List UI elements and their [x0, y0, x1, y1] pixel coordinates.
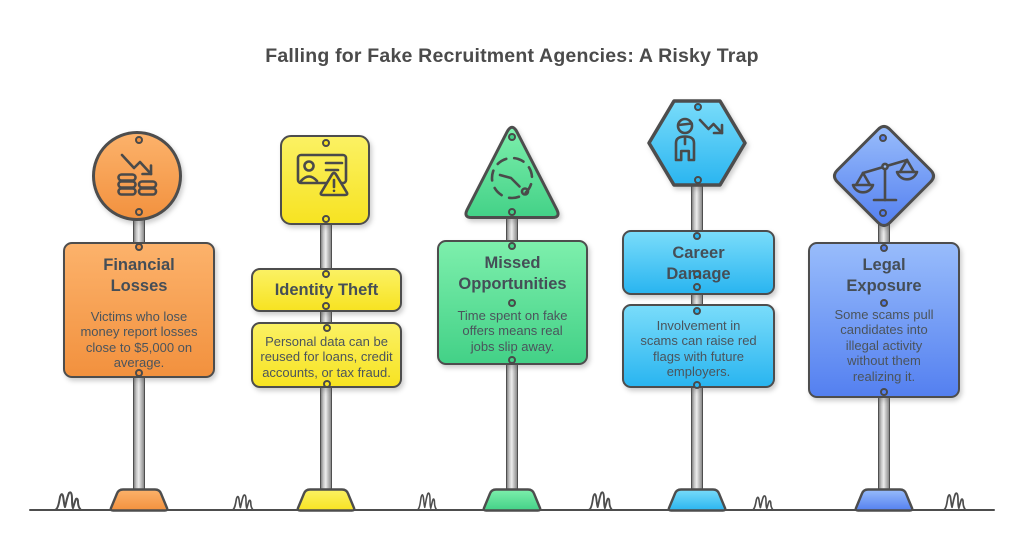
sign-plate: Missed Opportunities Time spent on fake … [437, 240, 588, 365]
sign-plate-description: Personal data can be reused for loans, c… [251, 322, 402, 388]
grass-tuft [751, 495, 775, 511]
screw-dot [322, 270, 330, 278]
sign-description: Involvement in scams can raise red flags… [640, 318, 757, 380]
clock-dashed-icon [490, 156, 534, 200]
grass-tuft [587, 491, 614, 511]
grass-tuft [231, 494, 255, 511]
triangle-sign-shape [464, 125, 560, 219]
screw-dot [135, 136, 143, 144]
screw-dot [694, 176, 702, 184]
screw-dot [508, 208, 516, 216]
sign-base [109, 488, 169, 512]
screw-dot [879, 209, 887, 217]
sign-title: Identity Theft [274, 281, 379, 299]
sign-title: Legal Exposure [846, 256, 922, 295]
screw-dot [693, 381, 701, 389]
sign-description: Time spent on fake offers means real job… [457, 308, 568, 354]
screw-dot [508, 133, 516, 141]
screw-dot [135, 208, 143, 216]
screw-dot [694, 103, 702, 111]
screw-dot [135, 243, 143, 251]
screw-dot [323, 380, 331, 388]
grass-tuft [416, 492, 438, 511]
id-card-warning-icon [296, 153, 349, 197]
icon-canvas [296, 153, 349, 197]
screw-dot [322, 302, 330, 310]
screw-dot [135, 369, 143, 377]
sign-base [854, 488, 914, 512]
page-title: Falling for Fake Recruitment Agencies: A… [265, 45, 759, 67]
sign-base [482, 488, 542, 512]
screw-dot [693, 283, 701, 291]
grass-tuft [942, 492, 967, 511]
screw-dot [880, 299, 888, 307]
screw-dot [693, 270, 701, 278]
screw-dot [508, 242, 516, 250]
sign-description: Victims who lose money report losses clo… [80, 309, 198, 371]
scales-icon [851, 158, 919, 202]
screw-dot [508, 356, 516, 364]
person-decline-icon [674, 117, 724, 162]
sign-title: Missed Opportunities [458, 254, 567, 293]
screw-dot [693, 232, 701, 240]
sign-plate: Financial Losses Victims who lose money … [63, 242, 215, 378]
sign-base [296, 488, 356, 512]
sign-base [667, 488, 727, 512]
screw-dot [322, 139, 330, 147]
screw-dot [322, 215, 330, 223]
screw-dot [323, 324, 331, 332]
screw-dot [880, 388, 888, 396]
sign-description: Some scams pull candidates into illegal … [834, 307, 934, 384]
sign-plate-description: Involvement in scams can raise red flags… [622, 304, 775, 388]
sign-title: Financial Losses [103, 256, 175, 295]
diamond-sign-shape [833, 125, 935, 227]
grass-tuft [54, 491, 82, 511]
circle-sign-shape [92, 131, 182, 221]
screw-dot [508, 299, 516, 307]
sign-description: Personal data can be reused for loans, c… [260, 334, 393, 380]
coins-decline-icon [117, 153, 158, 196]
sign-plate: Legal Exposure Some scams pull candidate… [808, 242, 960, 398]
screw-dot [693, 307, 701, 315]
hexagon-sign-shape [647, 99, 747, 187]
square-sign-shape [280, 135, 370, 225]
screw-dot [879, 134, 887, 142]
screw-dot [880, 244, 888, 252]
